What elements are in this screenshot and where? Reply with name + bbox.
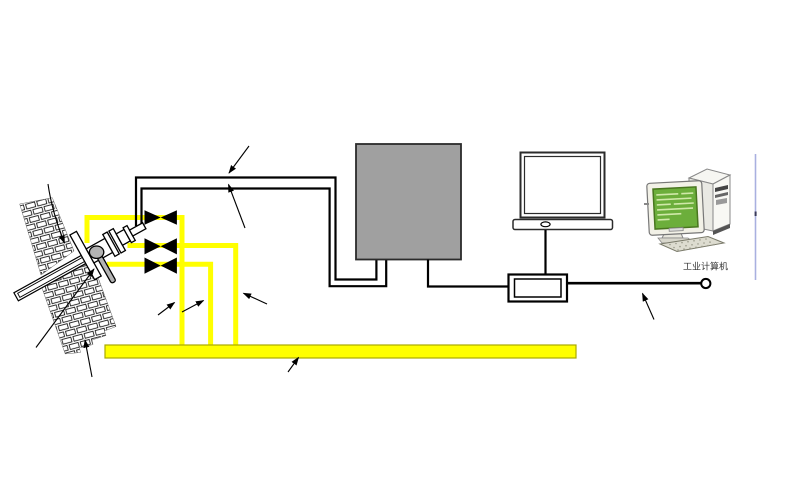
svg-text:工业计算机: 工业计算机 <box>683 261 728 272</box>
